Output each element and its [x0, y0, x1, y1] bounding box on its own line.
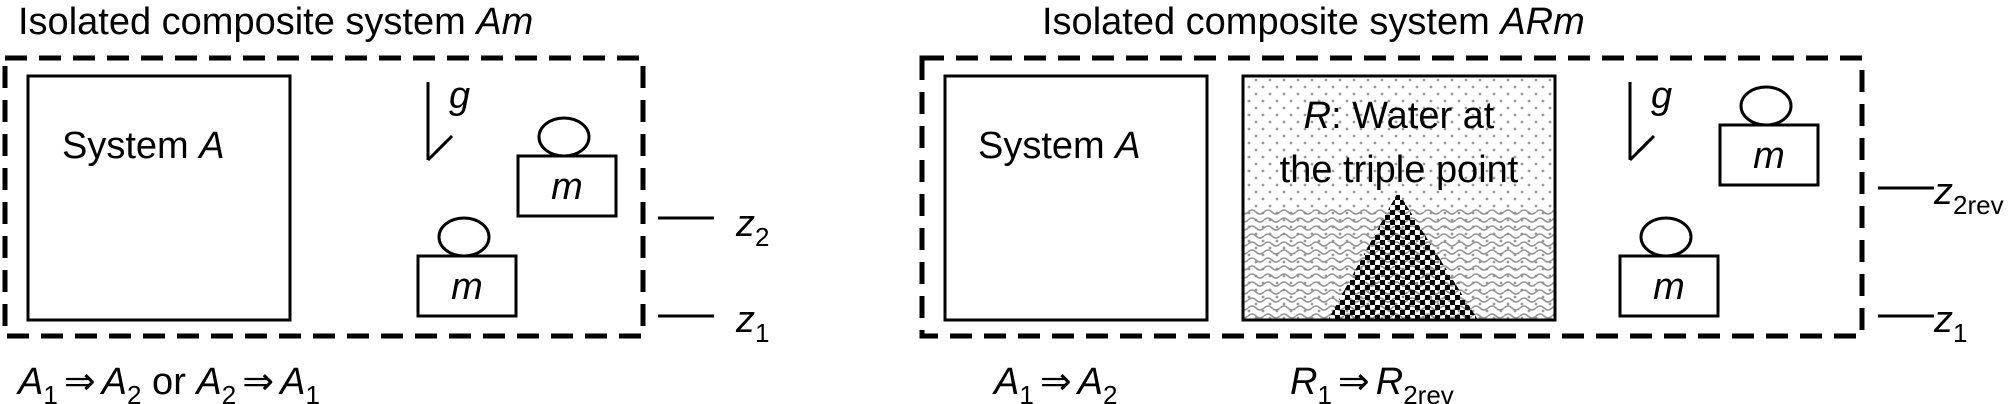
right-isolation-boundary — [919, 55, 1865, 339]
right-gravity-label: g — [1651, 75, 1672, 117]
right-level-label-upper: z2rev — [1933, 171, 2004, 220]
left-system-a-box — [26, 74, 292, 322]
right-process-system: A1⇒A2 — [992, 361, 1118, 404]
left-system-a-label: System A — [62, 125, 225, 167]
reservoir-label-line1: R: Water at — [1304, 95, 1495, 137]
left-gravity-label: g — [449, 75, 470, 117]
left-mass-lower-label: m — [451, 266, 483, 308]
left-mass-lower: m — [416, 216, 518, 318]
right-gravity-arrow — [1628, 82, 1656, 162]
right-mass-lower: m — [1618, 216, 1720, 318]
right-system-a-box — [943, 74, 1209, 322]
left-mass-upper-label: m — [551, 166, 583, 208]
right-panel-title: Isolated composite system ARm — [1042, 1, 1585, 43]
right-process-reservoir: R1⇒R2rev — [1290, 361, 1454, 404]
right-mass-upper: m — [1718, 85, 1820, 187]
left-gravity-arrow — [426, 82, 454, 162]
right-mass-upper-label: m — [1753, 135, 1785, 177]
reservoir-box — [1241, 74, 1557, 322]
reservoir-label-line2: the triple point — [1280, 149, 1519, 191]
left-process-statement: A1⇒A2 or A2⇒A1 — [16, 361, 320, 404]
left-panel: Isolated composite system Am System A g … — [2, 1, 769, 404]
ice-crystal — [1328, 192, 1478, 320]
right-system-a-label: System A — [978, 125, 1141, 167]
left-level-label-lower: z1 — [735, 299, 769, 348]
left-panel-title: Isolated composite system Am — [18, 1, 533, 43]
left-mass-upper: m — [516, 116, 618, 218]
left-isolation-boundary — [2, 55, 646, 339]
right-panel: Isolated composite system ARm System A R… — [919, 1, 2004, 404]
left-level-label-upper: z2 — [735, 203, 769, 252]
right-mass-lower-label: m — [1653, 266, 1685, 308]
right-level-label-lower: z1 — [1933, 299, 1967, 348]
